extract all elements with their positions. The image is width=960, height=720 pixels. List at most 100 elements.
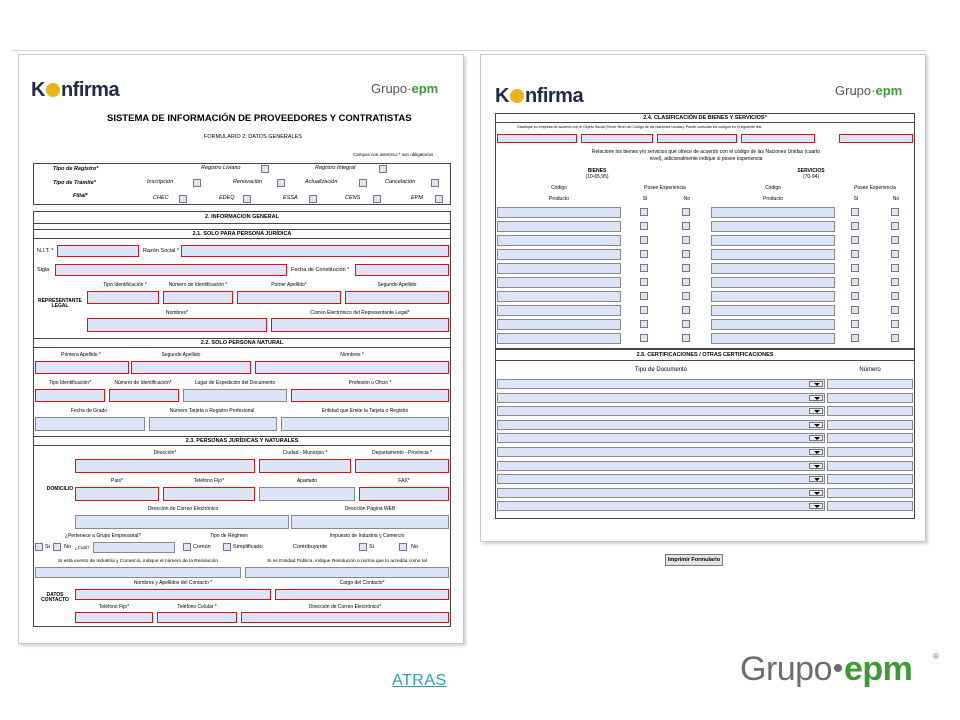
dropdown-arrow-icon[interactable] — [809, 394, 823, 401]
regimen-comun-checkbox[interactable] — [183, 543, 191, 551]
bienes-no-checkbox[interactable] — [682, 264, 690, 272]
contacto-celular-field[interactable] — [157, 612, 237, 623]
telefono-field[interactable] — [163, 487, 255, 501]
bienes-codigo-field[interactable] — [497, 249, 621, 260]
grupo-cual-field[interactable] — [93, 542, 175, 553]
inscripcion-checkbox[interactable] — [193, 179, 201, 187]
bienes-no-checkbox[interactable] — [682, 320, 690, 328]
bienes-no-checkbox[interactable] — [682, 334, 690, 342]
servicios-si-checkbox[interactable] — [851, 320, 859, 328]
dropdown-arrow-icon[interactable] — [809, 421, 823, 428]
bienes-no-checkbox[interactable] — [682, 250, 690, 258]
bienes-si-checkbox[interactable] — [640, 306, 648, 314]
objeto-social-code-field[interactable] — [839, 134, 913, 143]
contacto-cargo-field[interactable] — [275, 589, 449, 600]
filial-edeq-checkbox[interactable] — [243, 195, 251, 203]
natural-primer-apellido-field[interactable] — [35, 361, 129, 374]
servicios-codigo-field[interactable] — [711, 333, 835, 344]
bienes-si-checkbox[interactable] — [640, 320, 648, 328]
servicios-si-checkbox[interactable] — [851, 222, 859, 230]
bienes-codigo-field[interactable] — [497, 221, 621, 232]
certificacion-numero-field[interactable] — [827, 419, 913, 430]
servicios-codigo-field[interactable] — [711, 207, 835, 218]
web-field[interactable] — [291, 515, 449, 529]
direccion-field[interactable] — [75, 459, 255, 473]
bienes-no-checkbox[interactable] — [682, 306, 690, 314]
bienes-si-checkbox[interactable] — [640, 236, 648, 244]
tipo-documento-select[interactable] — [497, 487, 825, 498]
contacto-nombre-field[interactable] — [75, 589, 271, 600]
exento-field[interactable] — [35, 567, 241, 578]
bienes-si-checkbox[interactable] — [640, 250, 648, 258]
cancelacion-checkbox[interactable] — [431, 179, 439, 187]
tipo-documento-select[interactable] — [497, 406, 825, 417]
objeto-social-code-field[interactable] — [657, 134, 737, 143]
bienes-codigo-field[interactable] — [497, 207, 621, 218]
print-form-button[interactable]: Imprimir Formulario — [665, 554, 723, 566]
tipo-documento-select[interactable] — [497, 447, 825, 457]
servicios-si-checkbox[interactable] — [851, 208, 859, 216]
servicios-codigo-field[interactable] — [711, 235, 835, 246]
bienes-si-checkbox[interactable] — [640, 334, 648, 342]
bienes-codigo-field[interactable] — [497, 319, 621, 330]
servicios-codigo-field[interactable] — [711, 277, 835, 288]
bienes-codigo-field[interactable] — [497, 333, 621, 344]
servicios-no-checkbox[interactable] — [891, 334, 899, 342]
servicios-no-checkbox[interactable] — [891, 236, 899, 244]
contacto-correo-field[interactable] — [241, 612, 449, 623]
razon-social-field[interactable] — [181, 245, 449, 257]
bienes-no-checkbox[interactable] — [682, 236, 690, 244]
natural-tipo-id-field[interactable] — [35, 389, 105, 402]
dropdown-arrow-icon[interactable] — [809, 381, 823, 387]
servicios-no-checkbox[interactable] — [891, 250, 899, 258]
filial-cens-checkbox[interactable] — [373, 195, 381, 203]
natural-tarjeta-field[interactable] — [149, 417, 277, 431]
natural-entidad-field[interactable] — [281, 417, 449, 431]
rep-numero-identificacion-field[interactable] — [163, 291, 233, 304]
departamento-field[interactable] — [355, 459, 449, 473]
rep-primer-apellido-field[interactable] — [237, 291, 341, 304]
dropdown-arrow-icon[interactable] — [809, 476, 823, 483]
certificacion-numero-field[interactable] — [827, 474, 913, 485]
fax-field[interactable] — [359, 487, 449, 501]
registro-integral-checkbox[interactable] — [379, 165, 387, 173]
bienes-no-checkbox[interactable] — [682, 278, 690, 286]
regimen-simplificado-checkbox[interactable] — [223, 543, 231, 551]
servicios-codigo-field[interactable] — [711, 249, 835, 260]
natural-profesion-field[interactable] — [291, 389, 449, 402]
objeto-social-code-field[interactable] — [497, 134, 577, 143]
renovacion-checkbox[interactable] — [277, 179, 285, 187]
servicios-no-checkbox[interactable] — [891, 222, 899, 230]
servicios-codigo-field[interactable] — [711, 221, 835, 232]
servicios-no-checkbox[interactable] — [891, 208, 899, 216]
bienes-codigo-field[interactable] — [497, 277, 621, 288]
natural-segundo-apellido-field[interactable] — [131, 361, 251, 374]
servicios-si-checkbox[interactable] — [851, 334, 859, 342]
servicios-si-checkbox[interactable] — [851, 292, 859, 300]
certificacion-numero-field[interactable] — [827, 460, 913, 471]
servicios-no-checkbox[interactable] — [891, 320, 899, 328]
bienes-si-checkbox[interactable] — [640, 208, 648, 216]
rep-correo-field[interactable] — [271, 318, 449, 332]
tipo-documento-select[interactable] — [497, 474, 825, 485]
servicios-no-checkbox[interactable] — [891, 292, 899, 300]
certificacion-numero-field[interactable] — [827, 392, 913, 403]
ciudad-field[interactable] — [259, 459, 351, 473]
atras-link[interactable]: ATRAS — [392, 672, 447, 689]
servicios-codigo-field[interactable] — [711, 305, 835, 316]
certificacion-numero-field[interactable] — [827, 487, 913, 498]
grupo-no-checkbox[interactable] — [53, 543, 61, 551]
pais-field[interactable] — [75, 487, 159, 501]
dropdown-arrow-icon[interactable] — [809, 408, 823, 415]
filial-chec-checkbox[interactable] — [179, 195, 187, 203]
objeto-social-code-field[interactable] — [741, 134, 815, 143]
actualizacion-checkbox[interactable] — [359, 179, 367, 187]
registro-liviano-checkbox[interactable] — [261, 165, 269, 173]
contacto-telefono-field[interactable] — [75, 612, 153, 623]
ica-no-checkbox[interactable] — [399, 543, 407, 551]
servicios-si-checkbox[interactable] — [851, 264, 859, 272]
grupo-si-checkbox[interactable] — [35, 543, 43, 551]
entidad-publica-field[interactable] — [245, 567, 449, 578]
bienes-codigo-field[interactable] — [497, 305, 621, 316]
servicios-si-checkbox[interactable] — [851, 278, 859, 286]
